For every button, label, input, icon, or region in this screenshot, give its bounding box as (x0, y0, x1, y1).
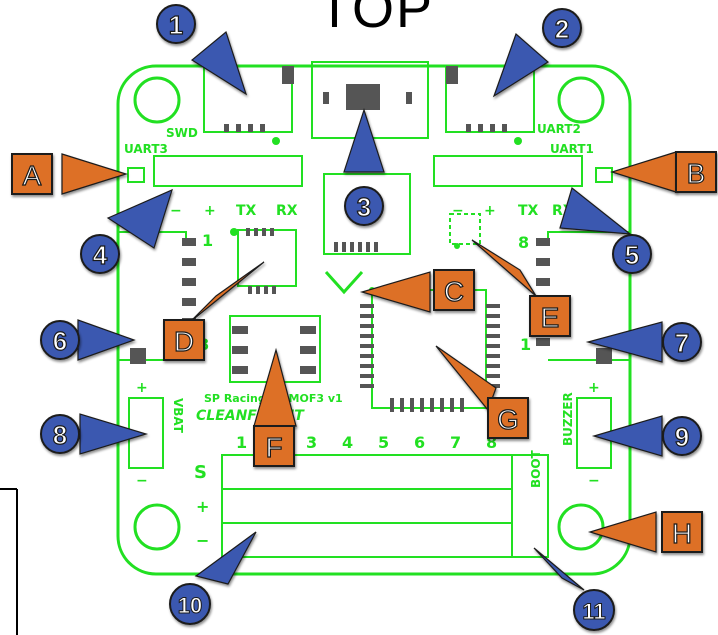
numbered-badges: 1 2 3 4 5 6 7 8 9 10 11 (40, 4, 702, 631)
lettered-badges: A B C D E F G H (11, 151, 717, 553)
svg-text:E: E (541, 302, 560, 333)
output-plus-row (221, 488, 513, 524)
led-b (595, 167, 613, 183)
callout-f: F (253, 425, 295, 467)
callout-4: 4 (80, 234, 120, 274)
buzzer-plus: + (588, 380, 600, 396)
mounting-hole-top-left (133, 76, 181, 124)
uart1-minus: − (452, 203, 464, 219)
output-8: 8 (486, 433, 497, 452)
usb-chip (323, 173, 411, 255)
svg-text:3: 3 (357, 192, 371, 222)
page-title: TOP (318, 0, 435, 39)
small-chip-e (449, 213, 481, 245)
row-s-label: S (194, 462, 207, 483)
uart3-pads (153, 155, 303, 187)
callout-a: A (11, 153, 53, 195)
svg-text:H: H (672, 518, 692, 549)
output-minus-row (221, 522, 513, 558)
lettered-arrows (61, 151, 677, 553)
orientation-chevron (324, 270, 364, 295)
callout-1: 1 (156, 4, 196, 44)
svg-text:11: 11 (582, 599, 605, 624)
svg-text:7: 7 (675, 328, 689, 358)
numbered-arrows (77, 30, 663, 591)
mounting-hole-bottom-right (557, 503, 605, 551)
svg-text:9: 9 (675, 422, 689, 452)
callout-c: C (433, 269, 475, 311)
uart3-label: UART3 (124, 142, 168, 156)
rotated-labels: VBAT BUZZER BOOT (171, 392, 575, 488)
vbat-label: VBAT (171, 398, 185, 434)
svg-text:1: 1 (169, 10, 183, 40)
svg-text:10: 10 (178, 593, 202, 618)
svg-text:A: A (23, 160, 42, 191)
baro-chip (237, 229, 297, 287)
callout-5: 5 (612, 234, 652, 274)
callout-6: 6 (40, 320, 80, 360)
svg-text:F: F (265, 432, 282, 463)
pin1-markers (230, 137, 522, 293)
side-frame (0, 488, 18, 635)
mounting-hole-top-right (557, 76, 605, 124)
uart1-pads (433, 155, 583, 187)
output-4: 4 (342, 433, 353, 452)
uart1-label: UART1 (550, 142, 594, 156)
svg-text:4: 4 (93, 240, 108, 270)
row-minus-label: − (196, 531, 209, 550)
output-1: 1 (236, 433, 247, 452)
uart1-plus: + (484, 203, 496, 219)
svg-text:8: 8 (53, 420, 67, 450)
left-pin1: 1 (202, 231, 213, 250)
svg-text:2: 2 (555, 14, 569, 44)
swd-label: SWD (166, 126, 198, 140)
uart3-minus: − (170, 203, 182, 219)
output-7: 7 (450, 433, 461, 452)
callout-11: 11 (573, 589, 615, 631)
row-plus-label: + (196, 497, 209, 516)
right-pin8: 8 (518, 233, 529, 252)
callout-d: D (163, 319, 205, 361)
callout-7: 7 (662, 322, 702, 362)
output-3: 3 (306, 433, 317, 452)
boot-pad (511, 454, 549, 558)
callout-3: 3 (344, 186, 384, 226)
uart1-tx: TX (518, 203, 539, 219)
uart2-label: UART2 (537, 122, 581, 136)
boot-label: BOOT (529, 449, 543, 488)
svg-text:D: D (174, 326, 194, 357)
callout-8: 8 (40, 414, 80, 454)
uart3-rx: RX (276, 203, 298, 219)
output-6: 6 (414, 433, 425, 452)
component-pads (130, 66, 612, 412)
callout-10: 10 (169, 583, 211, 625)
buzzer-label: BUZZER (561, 392, 575, 446)
callout-e: E (529, 295, 571, 337)
callout-b: B (675, 151, 717, 193)
buzzer-minus: − (588, 473, 600, 489)
pcb-outline-group (116, 61, 632, 576)
mounting-hole-bottom-left (133, 503, 181, 551)
svg-text:C: C (444, 276, 464, 307)
vbat-minus: − (136, 473, 148, 489)
led-a (127, 167, 145, 183)
output-5: 5 (378, 433, 389, 452)
callout-h: H (661, 511, 703, 553)
uart3-plus: + (204, 203, 216, 219)
vbat-plus: + (136, 380, 148, 396)
right-pin1: 1 (520, 335, 531, 354)
svg-text:B: B (687, 158, 706, 189)
svg-text:G: G (497, 404, 519, 435)
callout-2: 2 (542, 8, 582, 48)
svg-text:6: 6 (53, 326, 67, 356)
svg-text:5: 5 (625, 240, 639, 270)
uart3-tx: TX (236, 203, 257, 219)
callout-g: G (487, 397, 529, 439)
callout-9: 9 (662, 416, 702, 456)
